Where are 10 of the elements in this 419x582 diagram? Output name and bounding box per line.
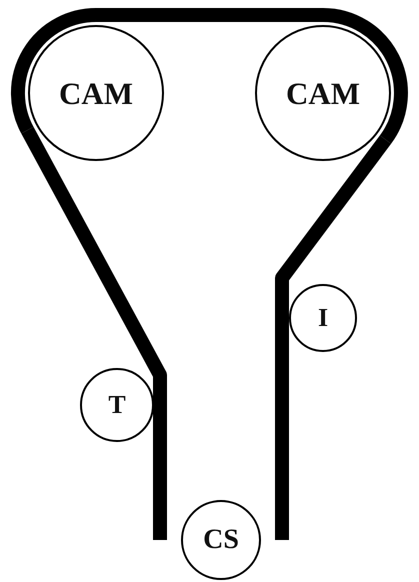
belt-segment	[96, 8, 323, 22]
pulley-label: CS	[203, 526, 239, 554]
belt-segment	[153, 405, 167, 540]
pulley-label: I	[318, 305, 328, 331]
pulley-label: T	[108, 392, 126, 418]
pulley-label: CAM	[58, 78, 134, 108]
pulley-label: CAM	[286, 78, 360, 108]
belt-segment	[21, 126, 167, 405]
belt-segment	[275, 318, 289, 540]
belt-segment	[275, 135, 392, 318]
